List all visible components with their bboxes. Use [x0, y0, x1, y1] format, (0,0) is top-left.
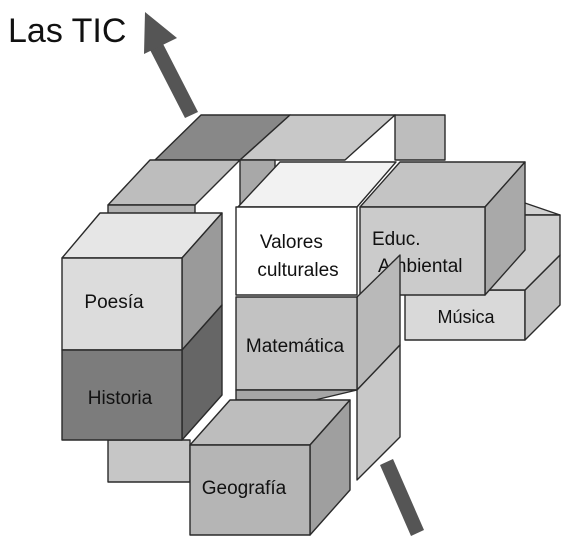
historia-front: [61, 349, 183, 441]
axis-shaft-lower: [380, 459, 424, 536]
cube-back-right-side: [394, 114, 446, 161]
cube-back-right-top: [239, 114, 396, 161]
valores-label: Valores culturales: [257, 232, 338, 281]
lower-back-cubes: [107, 344, 401, 483]
lower-shadow: [235, 389, 358, 401]
axis-shaft-upper: [147, 38, 198, 118]
poesia-label: Poesía: [84, 292, 144, 313]
cube-valores-culturales: Valores culturales: [235, 161, 397, 296]
cube-poesia: Poesía: [61, 212, 223, 351]
cube-geografia: Geografía: [189, 399, 351, 536]
historia-label: Historia: [88, 388, 153, 409]
valores-front: [235, 206, 358, 296]
musica-label: Música: [437, 307, 495, 327]
geografia-front: [189, 444, 311, 536]
back-top-row: [154, 114, 446, 161]
geografia-label: Geografía: [202, 478, 287, 499]
cube-row2-left-top: [107, 159, 241, 206]
lower-left-front: [107, 439, 191, 483]
lower-right-side: [356, 344, 401, 481]
arrow-head-icon: [144, 12, 177, 54]
cube-historia: Historia: [61, 304, 223, 441]
tic-axis-arrow: [144, 12, 198, 118]
matematica-label: Matemática: [246, 336, 345, 357]
axis-label: Las TIC: [8, 12, 126, 50]
